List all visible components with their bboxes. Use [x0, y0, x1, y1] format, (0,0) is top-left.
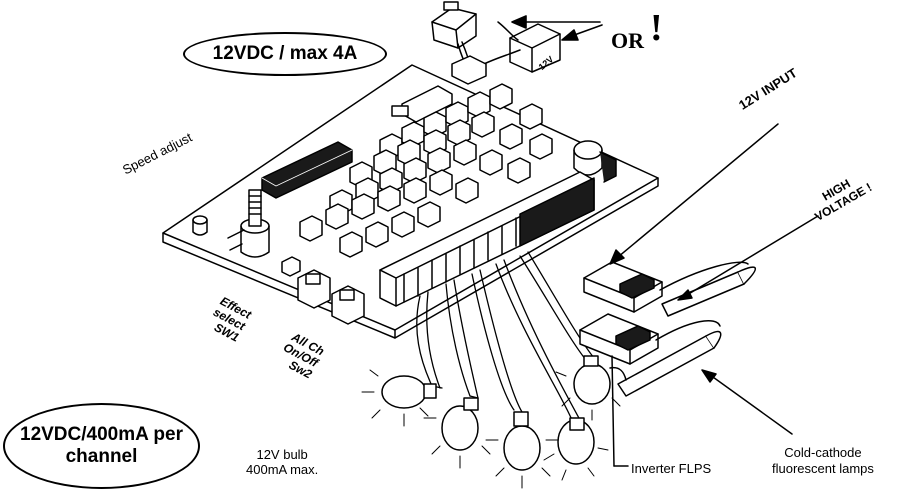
bulb-wires [416, 251, 595, 421]
inverter-label: Inverter FLPS [631, 461, 712, 476]
potentiometer [227, 189, 270, 258]
bulb-label: 12V bulb 400mA max. [246, 447, 319, 477]
input-arrow [609, 123, 779, 265]
inverter-pointer [611, 355, 629, 467]
led [192, 215, 208, 236]
exclamation-mark: ! [650, 7, 663, 49]
power-spec-bottom: 12VDC/400mA per channel [3, 403, 200, 489]
hv-arrow [677, 215, 819, 301]
ccfl-arrow [701, 369, 793, 435]
transistor-array [281, 83, 553, 277]
or-label: OR [611, 28, 644, 53]
arrows-or [511, 15, 603, 41]
bulb-5 [555, 355, 621, 421]
bulb-4 [543, 417, 609, 481]
power-terminal [391, 55, 487, 123]
capacitor [573, 140, 617, 183]
switches [297, 269, 365, 325]
ccfl-label: Cold-cathode fluorescent lamps [772, 445, 874, 476]
bulb-1 [361, 369, 437, 427]
terminal-block [379, 171, 595, 307]
ic-chip [261, 141, 353, 199]
bulbs [361, 355, 621, 489]
bulb-3 [485, 411, 559, 489]
bulb-2 [423, 397, 491, 469]
ccfl-tubes [609, 261, 756, 397]
power-spec-top: 12VDC / max 4A [183, 32, 387, 76]
inverters [579, 261, 663, 365]
